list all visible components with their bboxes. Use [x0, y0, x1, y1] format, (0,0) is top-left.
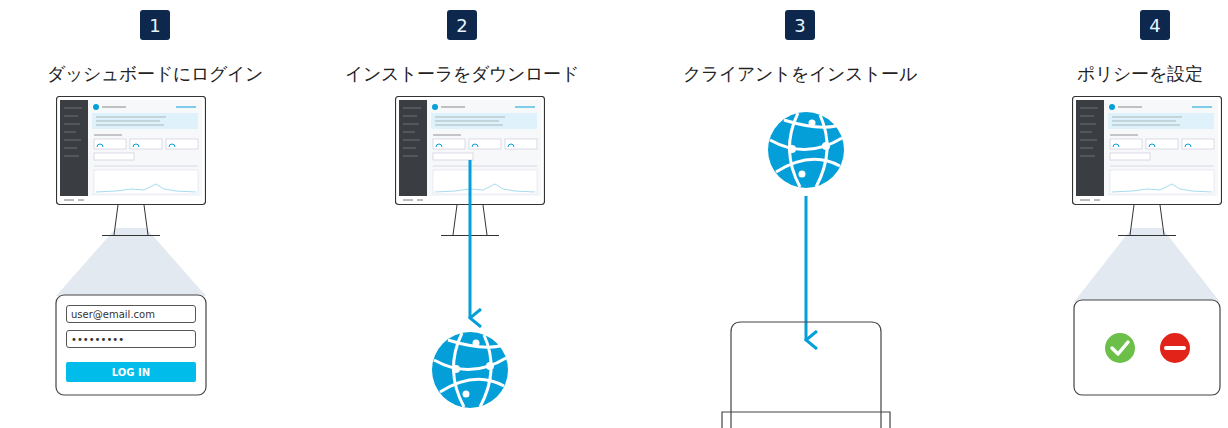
callout-number: 1 [149, 15, 160, 36]
field-text: LOG IN [112, 367, 150, 378]
email-field: user@email.com [66, 305, 196, 323]
field-text: user@email.com [71, 309, 155, 320]
step-number: 4 [1140, 10, 1170, 40]
step-number: 2 [447, 10, 477, 40]
step-number: 1 [140, 10, 170, 40]
step-number: 3 [785, 10, 815, 40]
field-text: ••••••••• [71, 334, 124, 345]
step-caption: ダッシュボードにログイン [47, 62, 263, 86]
password-field: ••••••••• [66, 330, 196, 348]
callout-number: 4 [1149, 15, 1160, 36]
step-caption: クライアントをインストール [683, 62, 917, 86]
callout-number: 3 [794, 15, 805, 36]
callout-number: 2 [456, 15, 467, 36]
login-button: LOG IN [66, 362, 196, 382]
step-caption: ポリシーを設定 [1077, 62, 1203, 86]
step-caption: インストーラをダウンロード [345, 62, 579, 86]
